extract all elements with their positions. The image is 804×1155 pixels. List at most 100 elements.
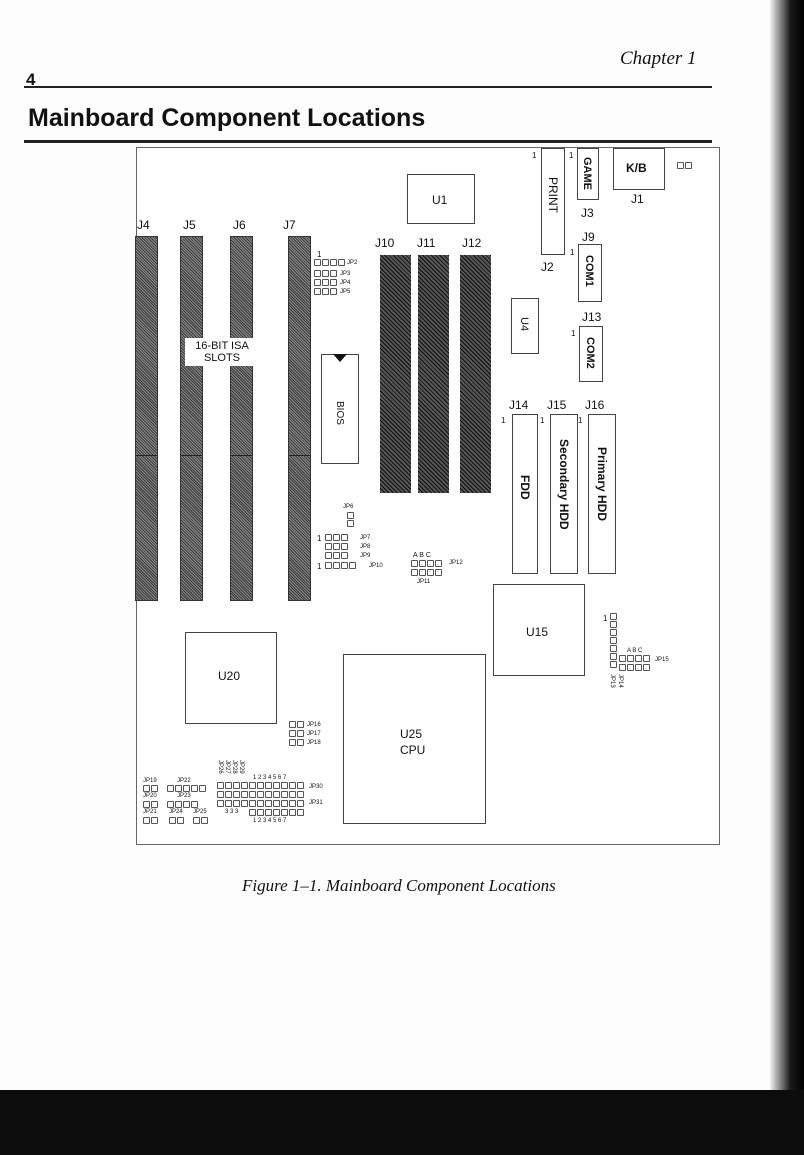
page-title: Mainboard Component Locations: [28, 104, 426, 132]
primary-hdd-pin1: 1: [578, 416, 583, 425]
jumper-jp7: [325, 534, 348, 541]
isa-slot-j7: [288, 236, 311, 601]
game-connector: GAME: [577, 148, 599, 200]
header-rule: [24, 86, 712, 88]
jp29-label: JP29: [238, 760, 244, 774]
jumper-jp1: [677, 162, 692, 169]
isa-slots-label: 16-BIT ISA SLOTS: [185, 338, 259, 366]
jumper-jp16: [289, 721, 304, 728]
jp2-label: JP2: [347, 260, 358, 266]
jp30-label: JP30: [309, 784, 323, 790]
jp27-label: JP27: [224, 760, 230, 774]
jp22-label: JP22: [177, 778, 191, 784]
jp13-label: JP13: [609, 674, 615, 688]
fdd-pin1: 1: [501, 416, 506, 425]
jumper-jp3: [314, 270, 337, 277]
jumper-jp17: [289, 730, 304, 737]
jumper-jp30-row1: [217, 782, 304, 789]
jumper-jp19: [143, 785, 158, 792]
jumper-jp5: [314, 288, 337, 295]
j16-label: J16: [585, 398, 605, 412]
jp31-label: JP31: [309, 800, 323, 806]
isa-slot-j5: [180, 236, 203, 601]
primary-hdd-label: Primary HDD: [595, 447, 609, 522]
jp18-label: JP18: [307, 740, 321, 746]
title-rule: [24, 140, 712, 143]
jumper-jp13: [610, 613, 617, 668]
chapter-heading: Chapter 1: [620, 48, 697, 69]
simm-label-j12: J12: [462, 236, 482, 250]
fdd-connector: FDD: [512, 414, 538, 574]
slot-label-j5: J5: [183, 218, 196, 232]
jumper-jp24: [169, 817, 184, 824]
com2-pin1: 1: [571, 329, 576, 338]
isa-slot-j6: [230, 236, 253, 601]
jumper-jp30-row2: [217, 791, 304, 798]
jumper-jp18: [289, 739, 304, 746]
jp20-label: JP20: [143, 793, 157, 799]
secondary-hdd-connector: Secondary HDD: [550, 414, 578, 574]
jp7-label: JP7: [360, 535, 371, 541]
simm-label-j11: J11: [417, 236, 436, 250]
jp12-label: JP12: [449, 560, 463, 566]
simm-label-j10: J10: [375, 236, 395, 250]
jp7-pin1: 1: [317, 534, 322, 543]
jp31-scale-bottom: 1 2 3 4 5 6 7: [253, 818, 287, 824]
simm-socket-j11: [418, 255, 449, 493]
simm-socket-j10: [380, 255, 411, 493]
jumper-jp9: [325, 552, 348, 559]
jp16-label: JP16: [307, 722, 321, 728]
j3-label: J3: [581, 206, 594, 220]
jumper-jp12: [411, 560, 442, 567]
jp12-abc-label: A B C: [413, 552, 431, 559]
fdd-label: FDD: [518, 475, 532, 500]
jumper-jp6: [347, 512, 354, 527]
cpu-label: CPU: [400, 743, 426, 757]
page-number: 4: [26, 70, 36, 89]
jp31-scale-left: 3 3 3: [225, 809, 239, 815]
jp10-label: JP10: [369, 563, 383, 569]
jp11-label: JP11: [417, 579, 431, 585]
mainboard-diagram: J4 J5 J6 J7 16-BIT ISA SLOTS U1 1 JP2 JP…: [135, 147, 720, 845]
jp5-label: JP5: [340, 289, 351, 295]
scan-edge-bottom: [0, 1090, 804, 1155]
com1-label: COM1: [583, 255, 595, 287]
jp24-label: JP24: [169, 809, 183, 815]
bios-chip: BIOS: [321, 354, 359, 464]
jumper-jp2: [314, 259, 345, 266]
jumper-jp31-row2: [249, 809, 304, 816]
jumper-jp20: [143, 801, 158, 808]
com2-connector: COM2: [579, 326, 603, 382]
chip-u4: U4: [511, 298, 539, 354]
kb-label: K/B: [626, 161, 647, 175]
jp15-label: JP15: [655, 657, 669, 663]
jumper-jp4: [314, 279, 337, 286]
bios-label: BIOS: [334, 401, 345, 425]
jp4-label: JP4: [340, 280, 351, 286]
jumper-jp11: [411, 569, 442, 576]
jumper-jp22: [167, 785, 206, 792]
game-pin1: 1: [569, 151, 574, 160]
chip-u15: U15: [493, 584, 585, 676]
jp26-label: JP26: [217, 760, 223, 774]
jp13-pin1: 1: [603, 614, 608, 623]
jp2-pin1: 1: [317, 250, 322, 259]
simm-socket-j12: [460, 255, 491, 493]
jumper-jp21: [143, 817, 158, 824]
secondary-hdd-label: Secondary HDD: [557, 439, 571, 530]
scan-edge-right: [770, 0, 804, 1090]
jumper-jp14: [619, 664, 650, 671]
jumper-jp31-row1: [217, 800, 304, 807]
jp21-label: JP21: [143, 809, 157, 815]
manual-page: 4 Chapter 1 Mainboard Component Location…: [24, 0, 804, 1090]
jp6-label: JP6: [343, 504, 354, 510]
game-label: GAME: [581, 157, 593, 190]
j1-label: J1: [631, 192, 644, 206]
cpu-socket-u25: U25 CPU: [343, 654, 486, 824]
chip-u4-label: U4: [518, 317, 530, 332]
j14-label: J14: [509, 398, 529, 412]
slot-label-j6: J6: [233, 218, 246, 232]
jumper-jp15: [619, 655, 650, 662]
chip-u20: U20: [185, 632, 277, 724]
chip-u20-label: U20: [218, 669, 241, 683]
